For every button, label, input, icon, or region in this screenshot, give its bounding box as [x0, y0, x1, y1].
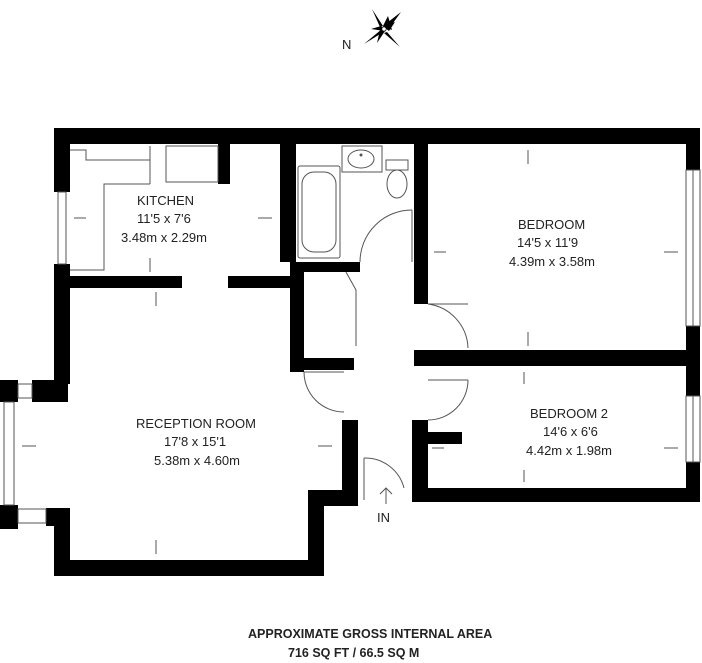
bathroom-fittings [297, 145, 409, 259]
bedroom-name: BEDROOM [518, 217, 585, 232]
reception-name: RECEPTION ROOM [136, 416, 256, 431]
bedroom2-metric: 4.42m x 1.98m [526, 443, 612, 458]
entrance-label: IN [377, 510, 390, 525]
dimension-marks [22, 148, 678, 554]
area-value: 716 SQ FT / 66.5 SQ M [288, 646, 419, 660]
bedroom2-imperial: 14'6 x 6'6 [543, 424, 598, 439]
doors [303, 209, 469, 500]
entrance-arrow-icon [379, 487, 393, 504]
bedroom-metric: 4.39m x 3.58m [509, 254, 595, 269]
compass-north-label: N [342, 37, 351, 52]
kitchen-metric: 3.48m x 2.29m [121, 230, 207, 245]
area-title: APPROXIMATE GROSS INTERNAL AREA [248, 627, 492, 641]
internal-walls [70, 128, 700, 502]
kitchen-name: KITCHEN [137, 193, 194, 208]
kitchen-imperial: 11'5 x 7'6 [137, 211, 191, 226]
windows [3, 169, 701, 524]
kitchen-fittings [70, 145, 219, 271]
reception-metric: 5.38m x 4.60m [154, 453, 240, 468]
bedroom-imperial: 14'5 x 11'9 [517, 235, 578, 250]
bedroom2-name: BEDROOM 2 [530, 406, 608, 421]
compass-rose-icon [364, 9, 401, 47]
outer-walls [0, 128, 700, 576]
reception-imperial: 17'8 x 15'1 [164, 434, 226, 449]
